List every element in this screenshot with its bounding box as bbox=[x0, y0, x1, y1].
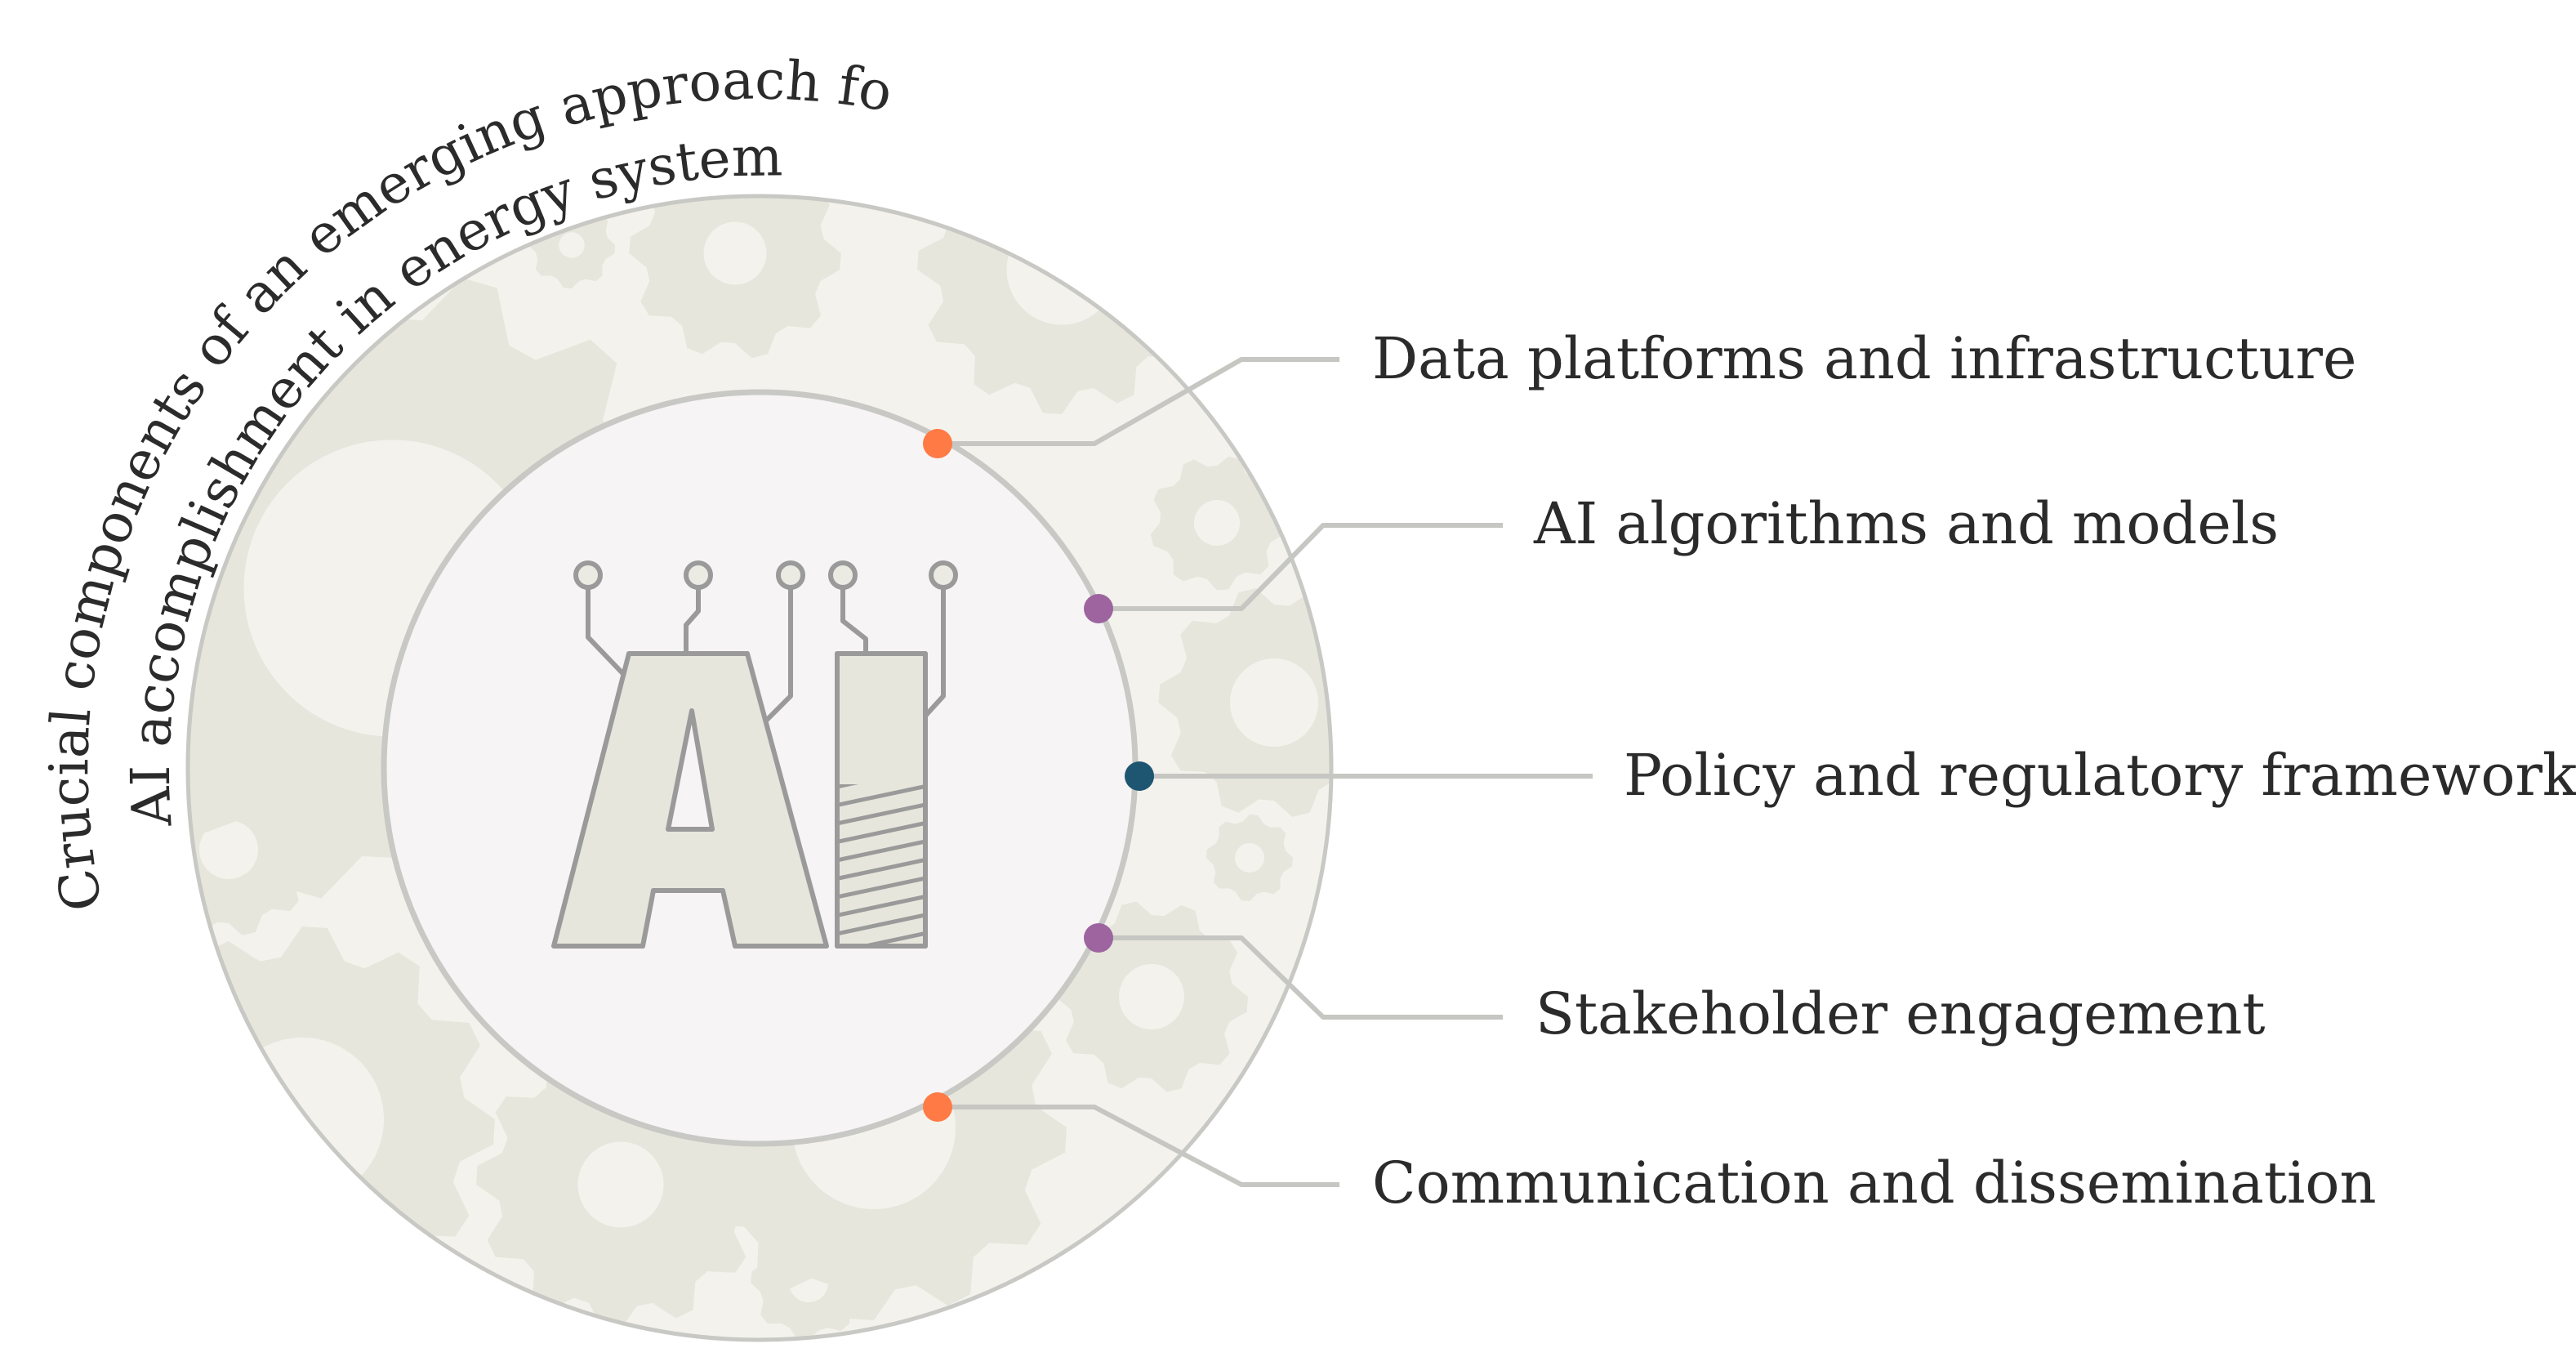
pin-1 bbox=[573, 560, 603, 590]
navy-dot-icon bbox=[1125, 761, 1154, 791]
pin-2 bbox=[684, 560, 713, 590]
gear-icon bbox=[188, 764, 316, 935]
label-stakeholder: Stakeholder engagement bbox=[1535, 980, 2266, 1047]
label-data-platforms: Data platforms and infrastructure bbox=[1372, 325, 2356, 392]
pin-4 bbox=[828, 560, 858, 590]
connector-data-platforms bbox=[938, 357, 1339, 446]
gear-icon bbox=[1150, 456, 1285, 591]
ai-chip-icon: AI bbox=[551, 560, 958, 949]
letter-a-glyph bbox=[551, 651, 829, 949]
pin-3 bbox=[776, 560, 805, 590]
connector-communication bbox=[938, 1105, 1339, 1187]
orange-dot-icon bbox=[923, 429, 952, 458]
component-dots bbox=[923, 429, 1154, 1122]
component-labels: Data platforms and infrastructure AI alg… bbox=[1372, 325, 2576, 1216]
pin-5 bbox=[929, 560, 958, 590]
purple-dot-icon bbox=[1084, 594, 1113, 623]
connector-ai-algorithms bbox=[1099, 523, 1503, 611]
label-policy: Policy and regulatory frameworks bbox=[1624, 742, 2576, 809]
letter-i-hatch bbox=[840, 784, 923, 944]
label-ai-algorithms: AI algorithms and models bbox=[1533, 490, 2279, 557]
gear-icon bbox=[1158, 588, 1331, 817]
gear-icon bbox=[1206, 814, 1294, 902]
connector-lines bbox=[938, 357, 1593, 1187]
orange-dot-icon bbox=[923, 1092, 952, 1122]
connector-stakeholder bbox=[1099, 935, 1503, 1020]
circuit-pins bbox=[573, 560, 958, 590]
gear-icon bbox=[751, 1225, 867, 1340]
purple-dot-icon bbox=[1084, 923, 1113, 953]
label-communication: Communication and dissemination bbox=[1372, 1149, 2377, 1216]
